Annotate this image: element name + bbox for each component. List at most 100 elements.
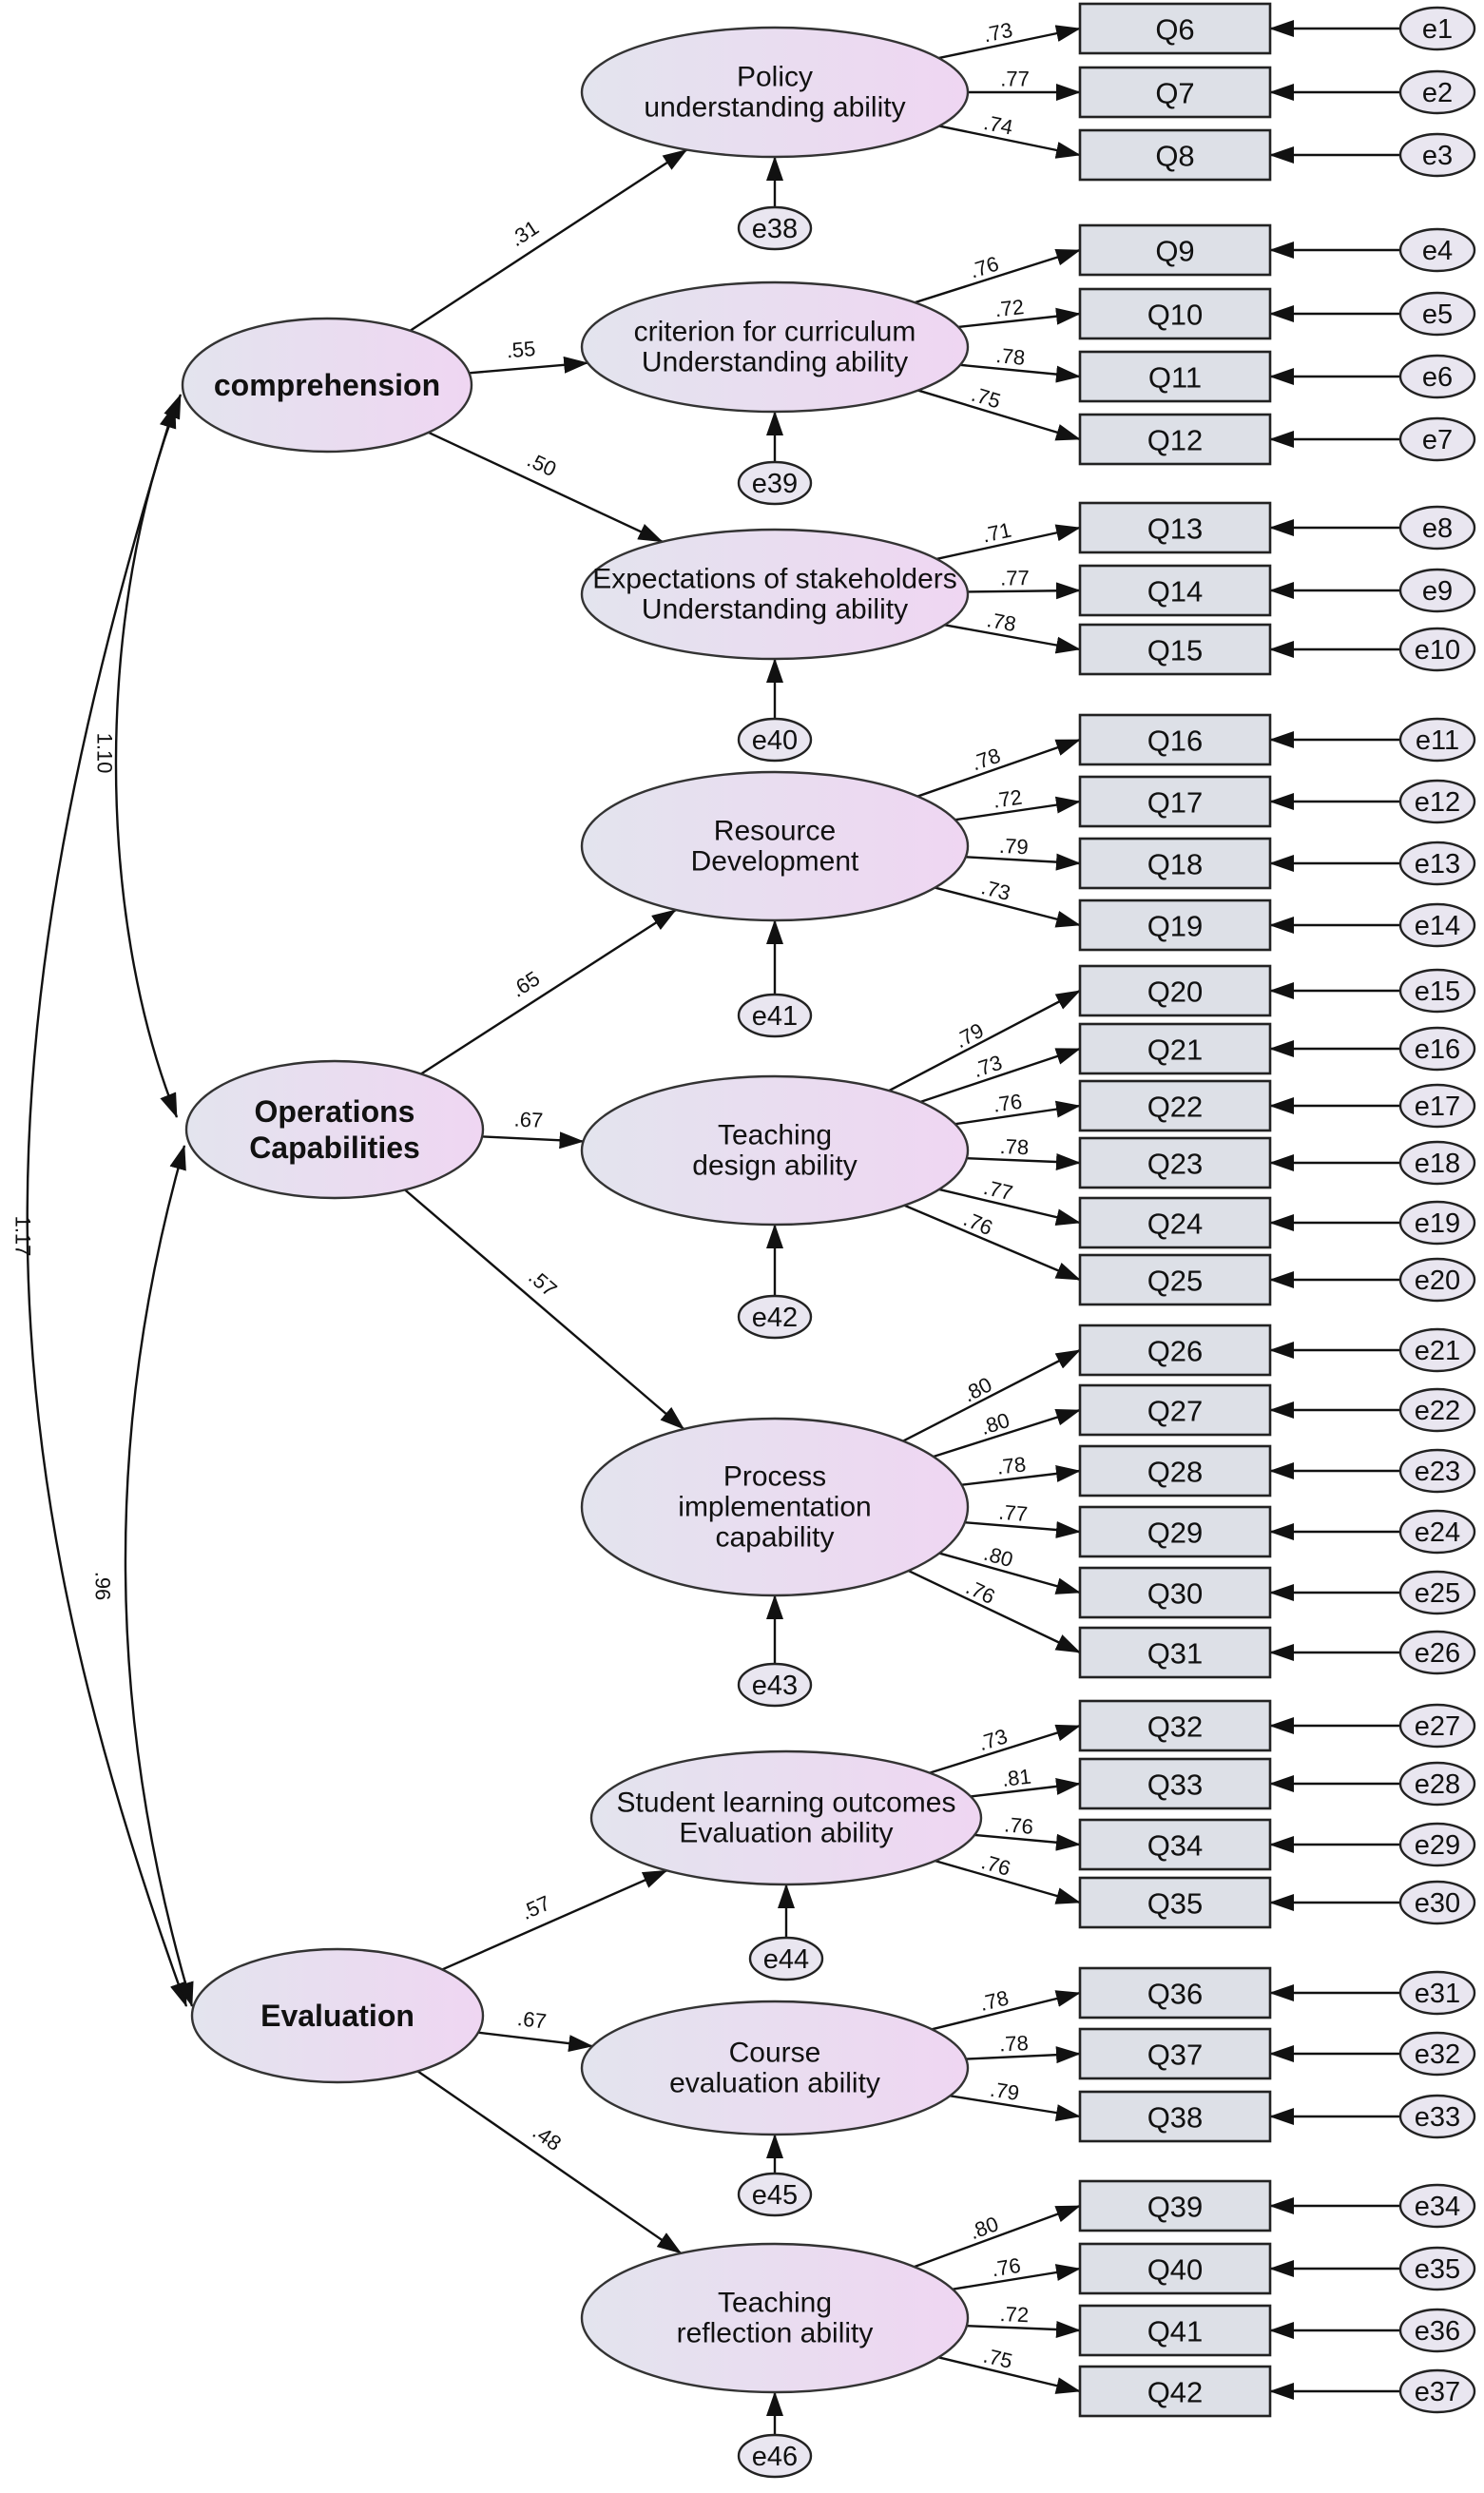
error-ellipse-e3 xyxy=(1398,132,1476,178)
loading-path-Q36 xyxy=(931,1990,1081,2031)
error-label-e36: e36 xyxy=(1415,2316,1460,2347)
loading-coef-Q29: .77 xyxy=(998,1500,1030,1526)
structural-coef-f8: .67 xyxy=(516,2006,548,2033)
indicator-label-Q36: Q36 xyxy=(1147,1978,1204,2011)
error-ellipse-e2 xyxy=(1398,69,1476,115)
structural-coef-f5: .67 xyxy=(513,1107,544,1131)
indicator-box-Q8 xyxy=(1078,128,1272,182)
factor-label-f5: design ability xyxy=(692,1150,857,1182)
structural-coef-f4: .65 xyxy=(507,966,544,1002)
indicator-label-Q30: Q30 xyxy=(1147,1577,1204,1611)
error-ellipse-e33 xyxy=(1398,2094,1476,2139)
error-ellipse-e37 xyxy=(1398,2368,1476,2414)
indicator-label-Q17: Q17 xyxy=(1147,786,1204,820)
indicator-box-Q17 xyxy=(1078,775,1272,828)
error-label-e2: e2 xyxy=(1422,78,1453,108)
indicator-box-Q14 xyxy=(1078,564,1272,617)
disturbance-label-f4: e41 xyxy=(752,1001,798,1032)
indicator-label-Q34: Q34 xyxy=(1147,1829,1204,1863)
error-label-e18: e18 xyxy=(1415,1149,1460,1179)
error-label-e13: e13 xyxy=(1415,849,1460,879)
indicator-label-Q14: Q14 xyxy=(1147,575,1204,609)
loading-path-Q12 xyxy=(917,389,1081,441)
factor-ellipse-f1 xyxy=(580,26,970,159)
indicator-label-Q29: Q29 xyxy=(1147,1517,1204,1550)
error-label-e20: e20 xyxy=(1415,1266,1460,1296)
structural-path-f5 xyxy=(482,1131,585,1150)
factor-label-f6: Process xyxy=(723,1461,826,1493)
error-ellipse-e35 xyxy=(1398,2246,1476,2291)
loading-path-Q13 xyxy=(935,524,1081,561)
indicator-box-Q29 xyxy=(1078,1505,1272,1558)
error-label-e16: e16 xyxy=(1415,1034,1460,1065)
disturbance-ellipse-f6 xyxy=(737,1662,813,1708)
error-ellipse-e16 xyxy=(1398,1026,1476,1072)
indicator-box-Q11 xyxy=(1078,350,1272,403)
loading-path-Q24 xyxy=(938,1188,1081,1226)
error-ellipse-e9 xyxy=(1398,568,1476,613)
latent-ellipse-comp xyxy=(181,317,473,454)
factor-label-f9: reflection ability xyxy=(677,2318,874,2349)
indicator-label-Q6: Q6 xyxy=(1155,13,1194,47)
indicator-label-Q24: Q24 xyxy=(1147,1208,1204,1241)
indicator-box-Q26 xyxy=(1078,1324,1272,1377)
error-label-e34: e34 xyxy=(1415,2192,1460,2222)
indicator-box-Q38 xyxy=(1078,2090,1272,2143)
factor-label-f6: capability xyxy=(715,1522,834,1554)
indicator-box-Q10 xyxy=(1078,287,1272,340)
loading-coef-Q32: .73 xyxy=(975,1724,1011,1755)
latent-label-oper: Operations xyxy=(255,1094,415,1129)
disturbance-label-f6: e43 xyxy=(752,1671,798,1701)
indicator-label-Q7: Q7 xyxy=(1155,77,1194,110)
factor-ellipse-f7 xyxy=(589,1749,983,1886)
error-ellipse-e6 xyxy=(1398,354,1476,399)
loading-path-Q11 xyxy=(959,363,1081,383)
loading-path-Q42 xyxy=(937,2356,1081,2394)
indicator-box-Q39 xyxy=(1078,2179,1272,2232)
indicator-box-Q41 xyxy=(1078,2304,1272,2357)
factor-ellipse-f2 xyxy=(580,280,970,414)
loading-path-Q10 xyxy=(957,307,1081,329)
connector-layer xyxy=(26,20,1400,2435)
error-ellipse-e11 xyxy=(1398,717,1476,763)
error-ellipse-e25 xyxy=(1398,1570,1476,1615)
error-label-e6: e6 xyxy=(1422,362,1453,393)
error-label-e14: e14 xyxy=(1415,911,1460,941)
indicator-label-Q28: Q28 xyxy=(1147,1456,1204,1489)
latent-label-oper: Capabilities xyxy=(249,1131,420,1165)
indicator-label-Q11: Q11 xyxy=(1148,361,1202,395)
error-label-e33: e33 xyxy=(1415,2102,1460,2133)
loading-path-Q39 xyxy=(914,2204,1081,2269)
loading-coef-Q7: .77 xyxy=(1000,68,1030,91)
covariance-arc-comp-oper xyxy=(114,394,183,1118)
factor-ellipse-f4 xyxy=(580,770,970,922)
indicator-box-Q12 xyxy=(1078,413,1272,466)
loading-path-Q40 xyxy=(952,2264,1081,2290)
error-ellipse-e27 xyxy=(1398,1703,1476,1749)
error-ellipse-e28 xyxy=(1398,1761,1476,1807)
indicator-box-Q22 xyxy=(1078,1079,1272,1132)
error-ellipse-e19 xyxy=(1398,1200,1476,1246)
indicator-label-Q18: Q18 xyxy=(1147,848,1204,881)
error-label-e17: e17 xyxy=(1415,1092,1460,1122)
loading-coef-Q22: .76 xyxy=(992,1090,1024,1117)
error-ellipse-e7 xyxy=(1398,416,1476,462)
disturbance-ellipse-f8 xyxy=(737,2172,813,2217)
loading-coef-Q6: .73 xyxy=(981,18,1014,48)
structural-path-f2 xyxy=(469,356,589,375)
loading-coef-Q18: .79 xyxy=(998,834,1029,860)
factor-label-f8: evaluation ability xyxy=(669,2068,880,2099)
loading-coef-Q17: .72 xyxy=(992,785,1024,813)
error-ellipse-e8 xyxy=(1398,505,1476,551)
loading-path-Q27 xyxy=(933,1408,1081,1459)
error-ellipse-e1 xyxy=(1398,6,1476,51)
loading-path-Q29 xyxy=(964,1520,1081,1538)
indicator-label-Q16: Q16 xyxy=(1147,725,1204,758)
loading-coef-Q23: .78 xyxy=(999,1134,1030,1159)
indicator-label-Q37: Q37 xyxy=(1147,2039,1204,2072)
loading-coef-Q41: .72 xyxy=(999,2302,1030,2327)
indicator-box-Q42 xyxy=(1078,2365,1272,2418)
latent-ellipse-eval xyxy=(190,1947,485,2084)
loading-path-Q37 xyxy=(966,2046,1081,2064)
indicator-box-Q9 xyxy=(1078,223,1272,277)
